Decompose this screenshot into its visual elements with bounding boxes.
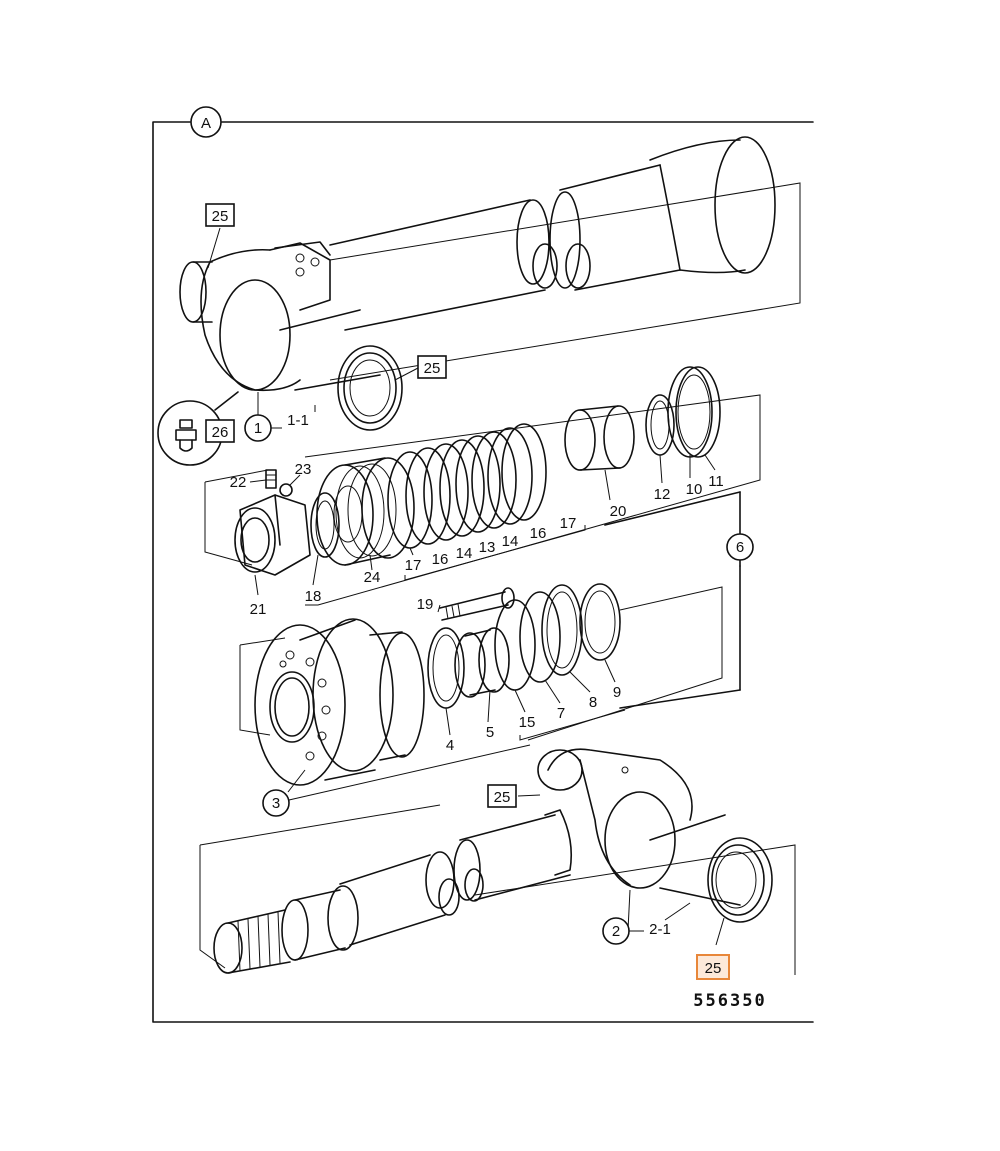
- piston-frame: [239, 586, 723, 741]
- part-20: 20: [610, 503, 627, 520]
- part-23: 23: [295, 461, 312, 478]
- frame: [152, 121, 814, 1023]
- part-13: 13: [479, 539, 496, 556]
- part-1: 1: [254, 420, 262, 437]
- part-2: 2: [612, 923, 620, 940]
- part-9: 9: [613, 684, 621, 701]
- cylinder-barrel: [179, 136, 801, 431]
- part-18: 18: [305, 588, 322, 605]
- group-brackets: [604, 491, 741, 709]
- part-16-left: 16: [432, 551, 449, 568]
- part-24: 24: [364, 569, 381, 586]
- part-17-right: 17: [560, 515, 577, 532]
- part-12: 12: [654, 486, 671, 503]
- part-25-barrel: 25: [424, 360, 441, 377]
- part-7: 7: [557, 705, 565, 722]
- part-8: 8: [589, 694, 597, 711]
- part-5: 5: [486, 724, 494, 741]
- part-25-top: 25: [212, 208, 229, 225]
- gland-24: [316, 457, 415, 566]
- view-callout: A: [190, 106, 222, 138]
- callout-box-25-rod: [487, 784, 517, 808]
- part-2-1: 2-1: [649, 921, 671, 938]
- callout-box-25-highlight: [696, 954, 730, 980]
- rod-seal-rings: [387, 423, 547, 549]
- callout-box-26: [205, 419, 235, 443]
- part-11: 11: [708, 473, 724, 490]
- part-14-left: 14: [456, 545, 473, 562]
- callout-box-25-top: [205, 203, 235, 227]
- part-16-right: 16: [530, 525, 547, 542]
- part-25-rod: 25: [494, 789, 511, 806]
- part-3: 3: [272, 795, 280, 812]
- callouts: 25 25 25 25 26 1 1-1 2 2-1 3 6 22 23 21: [205, 203, 754, 980]
- part-25-highlighted: 25: [705, 960, 722, 977]
- piston-seals: [427, 583, 621, 709]
- part-14-right: 14: [502, 533, 519, 550]
- part-10: 10: [686, 481, 703, 498]
- part-4: 4: [446, 737, 454, 754]
- part-19: 19: [417, 596, 434, 613]
- drawing-number: 556350: [693, 991, 766, 1011]
- part-1-1: 1-1: [287, 412, 309, 429]
- part-26: 26: [212, 424, 229, 441]
- part-21: 21: [250, 601, 267, 618]
- piston-3: [254, 618, 425, 786]
- svg-text:A: A: [201, 115, 211, 132]
- part-6: 6: [736, 539, 744, 556]
- part-15: 15: [519, 714, 536, 731]
- bush-20: [564, 405, 635, 471]
- leader-lines: [207, 227, 725, 946]
- rings-10-11-12: [645, 366, 721, 458]
- bolt-19: [439, 587, 515, 621]
- part-22: 22: [230, 474, 247, 491]
- piston-rod-2: [213, 748, 773, 974]
- gland-nut: [234, 469, 311, 576]
- part-17-left: 17: [405, 557, 422, 574]
- callout-box-25-barrel: [417, 355, 447, 379]
